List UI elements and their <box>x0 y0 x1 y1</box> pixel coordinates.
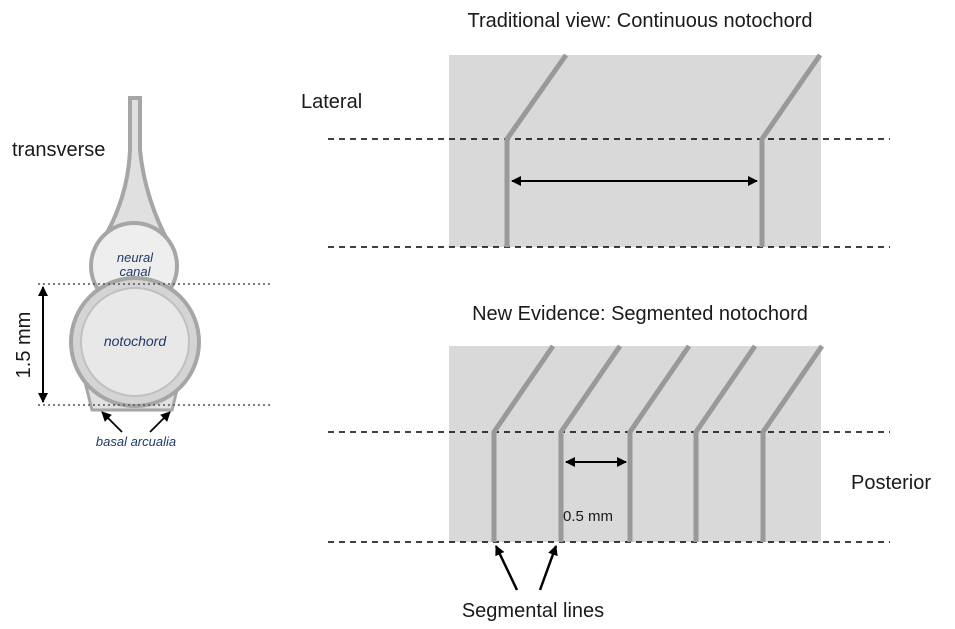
neural-canal-label-line2: canal <box>119 264 151 279</box>
bottom-panel-title: New Evidence: Segmented notochord <box>472 303 808 325</box>
segmental-lines-label: Segmental lines <box>462 600 604 622</box>
bottom-segmental-line-2 <box>558 344 623 542</box>
segmental-lines-arrow-right <box>538 545 558 591</box>
arcualia-arrow-left <box>101 411 123 433</box>
top-panel-background <box>449 55 821 247</box>
top-panel-title: Traditional view: Continuous notochord <box>467 10 812 32</box>
lateral-label: Lateral <box>301 91 362 113</box>
height-label: 1.5 mm <box>13 312 35 379</box>
transverse-section: transverse neural canal notochord 1.5 mm… <box>12 96 272 449</box>
notochord-label: notochord <box>104 333 167 349</box>
bottom-segmental-line-4 <box>693 344 758 542</box>
spacing-label: 0.5 mm <box>563 508 613 525</box>
posterior-label: Posterior <box>851 472 931 494</box>
notochord-inner-circle <box>80 287 190 397</box>
bottom-panel: New Evidence: Segmented notochord 0.5 mm… <box>328 303 931 622</box>
basal-arcualia-label: basal arcualia <box>96 434 176 449</box>
transverse-label: transverse <box>12 139 105 161</box>
neural-canal-label: neural <box>117 250 154 265</box>
top-segmental-line-2 <box>759 53 823 247</box>
segmental-lines-arrow-left <box>494 545 519 591</box>
bottom-panel-background <box>449 346 821 542</box>
arcualia-arrow-right <box>149 411 171 433</box>
top-panel: Traditional view: Continuous notochord L… <box>301 10 890 248</box>
top-segmental-line-1 <box>504 53 569 247</box>
bottom-segmental-line-1 <box>491 344 556 542</box>
bottom-segmental-line-5 <box>760 344 825 542</box>
bottom-segmental-line-3 <box>627 344 692 542</box>
